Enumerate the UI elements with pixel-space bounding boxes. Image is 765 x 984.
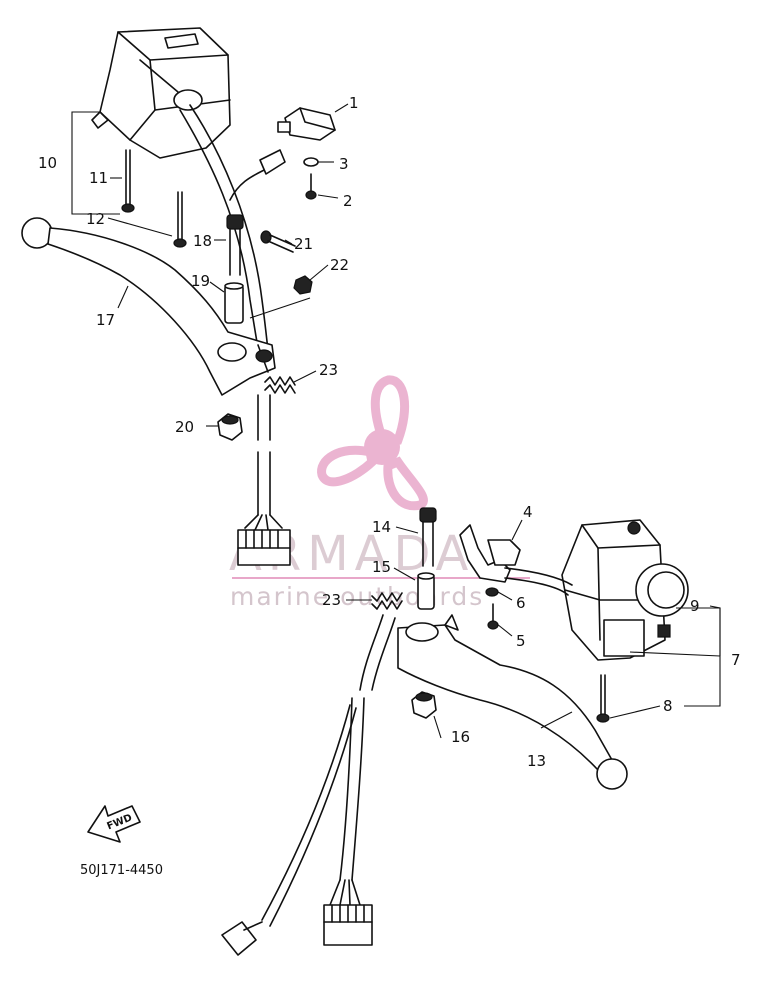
left-harness-connector [237,514,291,566]
small-harness-plug [221,921,263,956]
small-connector [259,149,286,175]
spring-23-lower [371,592,403,610]
callout-10: 10 [38,154,57,172]
right-handlebar-switch [561,519,689,661]
collar-19 [224,282,244,324]
screw-8 [596,674,610,723]
callout-14: 14 [372,518,391,536]
callout-1: 1 [349,94,359,112]
nut-16 [411,691,437,719]
callout-23-lower: 23 [322,591,341,609]
callout-11: 11 [89,169,108,187]
screw-12 [173,191,187,248]
bolt-21 [260,230,296,253]
left-handlebar-switch [91,27,231,159]
callout-2: 2 [343,192,353,210]
callout-6: 6 [516,594,526,612]
callout-17: 17 [96,311,115,329]
pivot-bolt-14 [419,507,437,567]
clutch-switch [277,107,336,141]
callout-13: 13 [527,752,546,770]
pivot-bolt-18 [226,214,244,276]
screw-5 [487,603,499,630]
clutch-lever-17 [21,217,276,396]
callout-22: 22 [330,256,349,274]
brake-lever-13 [397,614,628,790]
screw-2 [305,173,317,200]
callout-16: 16 [451,728,470,746]
armada-logo [317,375,428,511]
callout-7: 7 [731,651,741,669]
washer-3 [303,157,319,167]
callout-18: 18 [193,232,212,250]
callout-15: 15 [372,558,391,576]
right-harness-connector [323,879,373,946]
screw-11 [121,149,135,213]
right-harness-wire [339,697,365,881]
left-harness-wire [257,451,271,516]
nut-22 [293,275,313,295]
forward-arrow-icon: FWD [87,805,141,843]
nut-20 [217,413,243,441]
spring-23-upper [264,376,296,394]
callout-5: 5 [516,632,526,650]
collar-15 [417,572,435,610]
callout-9: 9 [690,597,700,615]
bracket-4 [459,524,573,596]
leader-lines [71,103,721,739]
callout-19: 19 [191,272,210,290]
washer-6 [485,587,499,597]
callout-20: 20 [175,418,194,436]
drawing-code: 50J171-4450 [80,863,163,878]
callout-21: 21 [294,235,313,253]
callout-4: 4 [523,503,533,521]
callout-12: 12 [86,210,105,228]
watermark-tagline: marine outboards [230,582,484,611]
callout-3: 3 [339,155,349,173]
callout-23-upper: 23 [319,361,338,379]
callout-8: 8 [663,697,673,715]
